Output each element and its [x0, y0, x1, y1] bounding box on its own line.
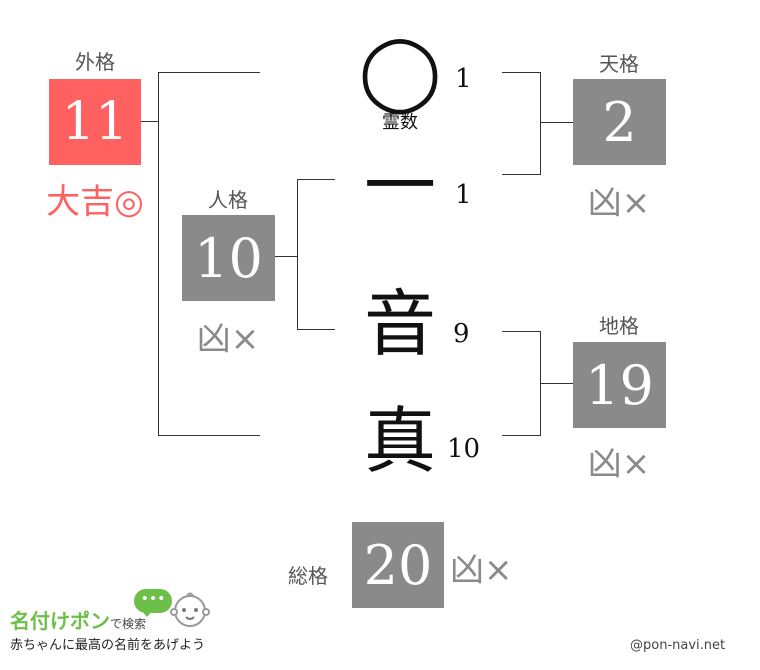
- jinkaku-value: 10: [194, 226, 263, 290]
- gaikaku-bracket-top: [158, 72, 260, 73]
- tenkaku-bracket-vertical: [540, 72, 541, 175]
- chikaku-connector: [540, 383, 573, 384]
- jinkaku-bracket-bottom: [297, 329, 335, 330]
- strokes-reisu: 1: [455, 64, 472, 94]
- jinkaku-label: 人格: [208, 188, 248, 212]
- gaikaku-label: 外格: [75, 50, 115, 74]
- chikaku-bracket-top: [502, 331, 541, 332]
- gaikaku-bracket-bottom: [158, 435, 260, 436]
- soukaku-value-box: 20: [352, 522, 444, 608]
- name-char-3: 真: [363, 399, 436, 483]
- gaikaku-bracket-vertical: [158, 72, 159, 436]
- chikaku-value: 19: [585, 353, 654, 417]
- soukaku-label: 総格: [288, 564, 328, 588]
- logo-title-text: 名付けポン: [10, 609, 110, 633]
- speech-bubble-tail: [141, 610, 153, 617]
- tenkaku-label: 天格: [599, 52, 639, 76]
- logo-tagline: 赤ちゃんに最高の名前をあげよう: [10, 638, 206, 653]
- soukaku-value: 20: [363, 533, 433, 597]
- jinkaku-bracket-vertical: [297, 179, 298, 330]
- gaikaku-value-box: 11: [49, 79, 141, 165]
- jinkaku-bracket-top: [297, 179, 335, 180]
- tenkaku-bracket-top: [502, 72, 541, 73]
- gaikaku-value: 11: [61, 92, 129, 152]
- logo-title-suffix: で検索: [110, 617, 147, 631]
- gaikaku-connector: [141, 121, 159, 122]
- strokes-char-3: 10: [447, 434, 481, 464]
- soukaku-fortune: 凶×: [450, 550, 513, 590]
- reisu-note: 霊数: [382, 112, 418, 133]
- chikaku-label: 地格: [599, 314, 639, 338]
- tenkaku-value-box: 2: [573, 79, 666, 165]
- jinkaku-value-box: 10: [182, 215, 275, 301]
- speech-bubble-icon: •••: [134, 589, 172, 613]
- gaikaku-fortune: 大吉◎: [46, 182, 144, 222]
- tenkaku-bracket-bottom: [502, 174, 541, 175]
- site-credit: @pon-navi.net: [630, 638, 726, 653]
- jinkaku-fortune: 凶×: [196, 319, 260, 359]
- name-char-reisu: ◯: [358, 28, 442, 114]
- tenkaku-value: 2: [602, 90, 637, 154]
- jinkaku-connector: [275, 256, 298, 257]
- chikaku-value-box: 19: [573, 342, 666, 428]
- tenkaku-fortune: 凶×: [587, 183, 651, 223]
- name-char-2: 音: [363, 282, 436, 366]
- logo-title: 名付けポンで検索: [10, 605, 146, 634]
- baby-face-icon: [170, 592, 210, 627]
- name-char-1: 一: [363, 144, 436, 228]
- chikaku-fortune: 凶×: [587, 444, 651, 484]
- strokes-char-1: 1: [455, 180, 472, 210]
- strokes-char-2: 9: [453, 319, 470, 349]
- tenkaku-connector: [540, 122, 573, 123]
- chikaku-bracket-bottom: [502, 435, 541, 436]
